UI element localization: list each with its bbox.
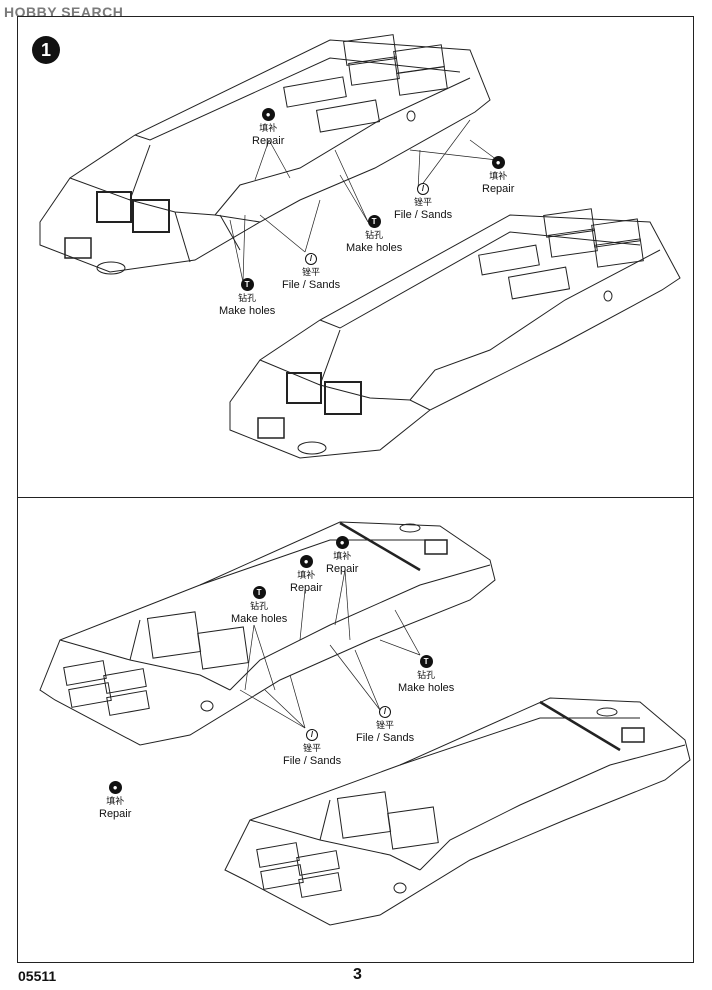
- callout-holes-4: T 钻孔 Make holes: [398, 655, 455, 694]
- leader-lines-top: [230, 120, 497, 282]
- repair-icon: ●: [491, 156, 505, 169]
- hull-bottom-right-drawing: [225, 698, 690, 925]
- file-icon: /: [305, 253, 318, 265]
- drill-icon: T: [240, 278, 254, 291]
- callout-file-3: / 锉平 File / Sands: [356, 706, 415, 744]
- hull-top-left-drawing: [40, 35, 490, 274]
- callout-repair-1: ● 填补 Repair: [252, 108, 285, 147]
- product-code: 05511: [18, 968, 57, 984]
- file-icon: /: [379, 706, 392, 718]
- repair-icon: ●: [261, 108, 275, 121]
- callout-file-2: / 锉平 File / Sands: [282, 253, 341, 291]
- drill-icon: T: [252, 586, 266, 599]
- file-icon: /: [306, 729, 319, 741]
- step-panel-top: [17, 16, 694, 498]
- repair-icon: ●: [335, 536, 349, 549]
- leader-lines-bottom: [240, 570, 420, 728]
- callout-holes-3: T 钻孔 Make holes: [231, 586, 288, 625]
- callout-holes-2: T 钻孔 Make holes: [219, 278, 276, 317]
- callout-repair-3: ● 填补 Repair: [326, 536, 359, 575]
- hull-top-right-drawing: [230, 209, 680, 458]
- repair-icon: ●: [299, 555, 313, 568]
- page-number: 3: [353, 966, 362, 983]
- hull-bottom-left-drawing: [40, 522, 495, 745]
- step-panel-bottom: [17, 497, 694, 963]
- callout-file-4: / 锉平 File / Sands: [283, 729, 342, 767]
- callout-repair-5: ● 填补 Repair: [99, 781, 132, 820]
- callout-file-1: / 锉平 File / Sands: [394, 183, 453, 221]
- drill-icon: T: [367, 215, 381, 228]
- file-icon: /: [417, 183, 430, 195]
- callout-holes-1: T 钻孔 Make holes: [346, 215, 403, 254]
- step-number-badge: 1: [32, 36, 60, 64]
- callout-repair-2: ● 填补 Repair: [482, 156, 515, 195]
- callout-repair-4: ● 填补 Repair: [290, 555, 323, 594]
- repair-icon: ●: [108, 781, 122, 794]
- drill-icon: T: [419, 655, 433, 668]
